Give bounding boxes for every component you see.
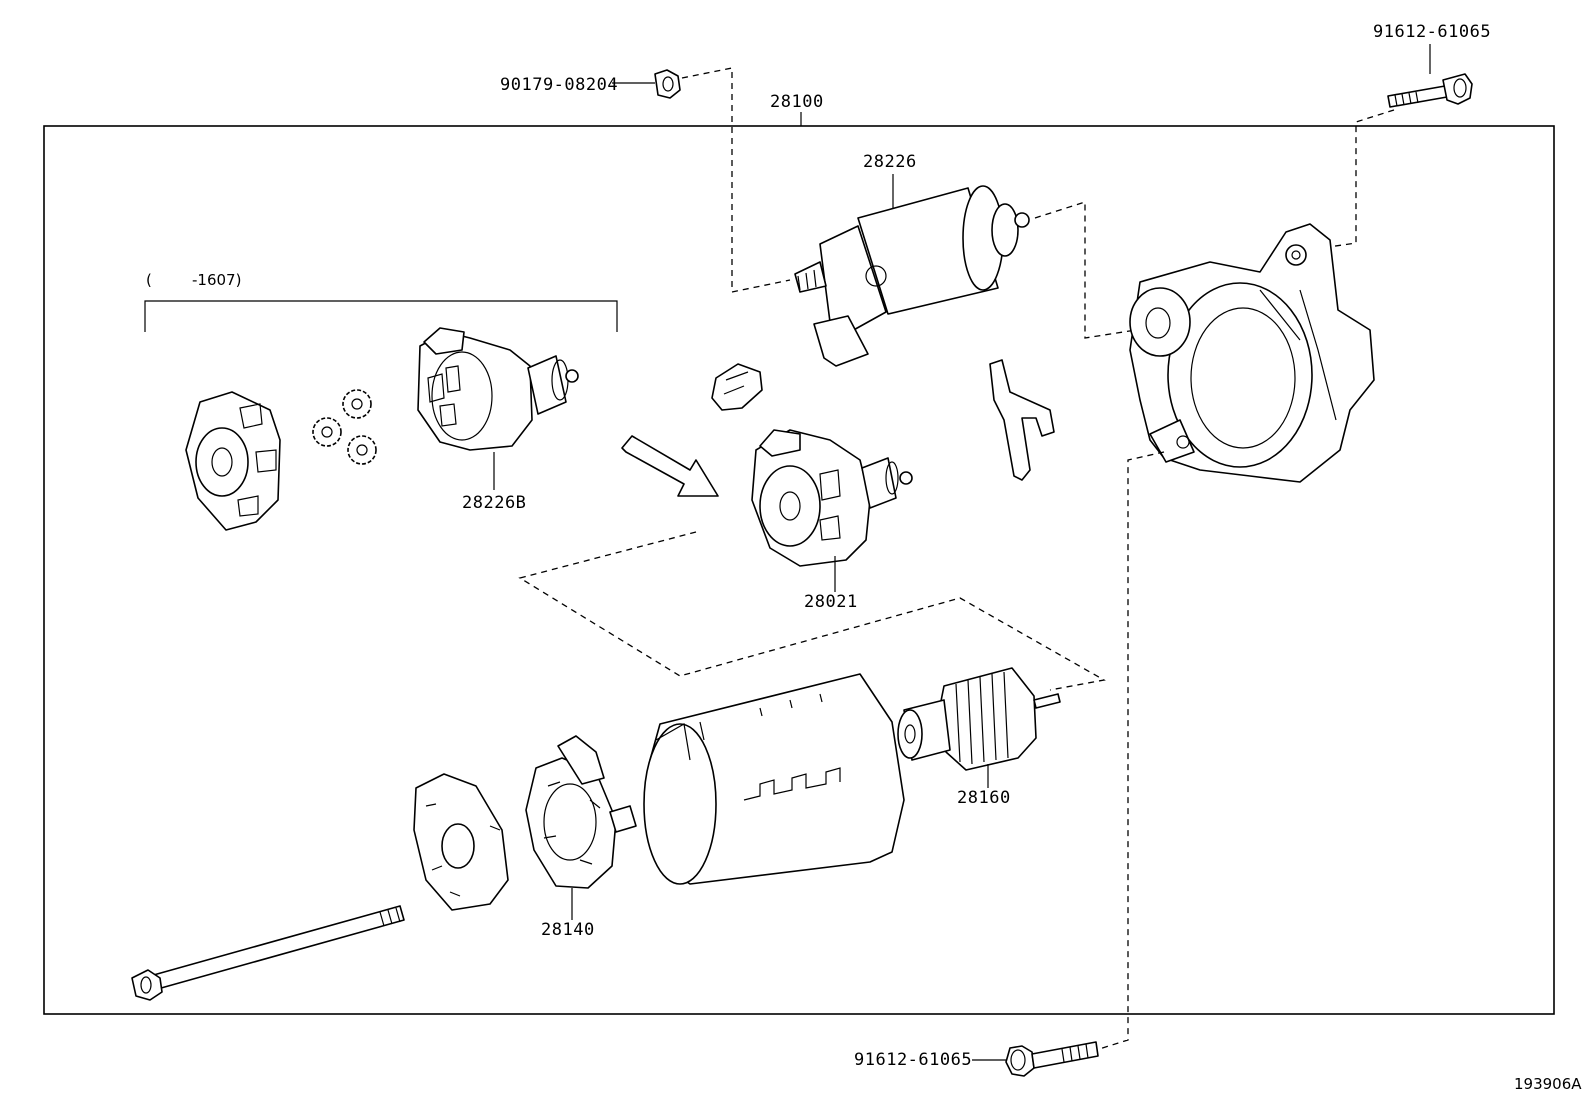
label-brush-holder[interactable]: 28140: [541, 920, 595, 940]
end-plate-part[interactable]: [413, 773, 509, 911]
drive-housing-part[interactable]: [1129, 223, 1375, 483]
shift-piece-part[interactable]: [711, 363, 763, 411]
brush-holder-part[interactable]: [525, 735, 637, 889]
label-gear-housing[interactable]: 28021: [804, 592, 858, 612]
replacement-arrow: [621, 435, 719, 497]
figure-id: 193906A: [1514, 1075, 1582, 1093]
yoke-part[interactable]: [643, 673, 905, 885]
armature-part[interactable]: [897, 667, 1061, 771]
label-range-open: (: [146, 271, 152, 289]
bolt-bottom-part[interactable]: [1005, 1041, 1099, 1077]
through-bolt-part[interactable]: [131, 905, 405, 1001]
planetary-gear-2[interactable]: [342, 389, 372, 419]
label-bolt-top-right[interactable]: 91612-61065: [1373, 22, 1491, 42]
nut-top-part[interactable]: [612, 69, 681, 99]
gear-set-housing-part[interactable]: [417, 327, 579, 451]
bolt-top-right-part[interactable]: [1387, 73, 1473, 108]
planetary-cover-part[interactable]: [185, 391, 281, 531]
assembly-frame: [43, 125, 1555, 1015]
label-range-value[interactable]: -1607): [192, 271, 241, 289]
label-bolt-bottom[interactable]: 91612-61065: [854, 1050, 972, 1070]
label-gear-set[interactable]: 28226B: [462, 493, 526, 513]
label-armature[interactable]: 28160: [957, 788, 1011, 808]
label-solenoid[interactable]: 28226: [863, 152, 917, 172]
solenoid-part[interactable]: [794, 185, 1030, 367]
planetary-gear-1[interactable]: [312, 417, 342, 447]
label-nut-top[interactable]: 90179-08204: [500, 75, 618, 95]
label-assembly[interactable]: 28100: [770, 92, 824, 112]
range-bracket: [144, 300, 618, 332]
planetary-gear-3[interactable]: [347, 435, 377, 465]
drive-lever-part[interactable]: [989, 359, 1055, 481]
gear-housing-part[interactable]: [751, 429, 913, 567]
